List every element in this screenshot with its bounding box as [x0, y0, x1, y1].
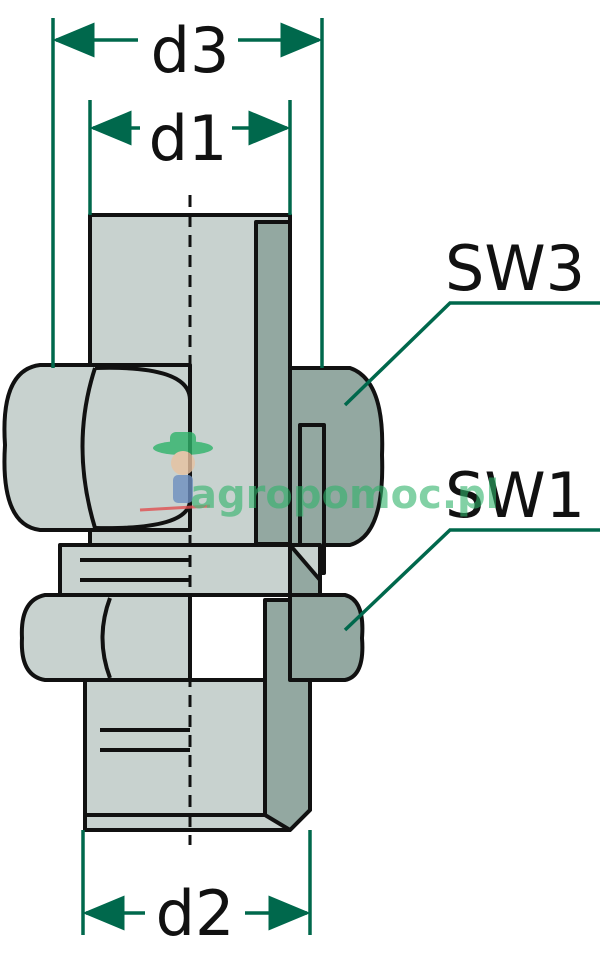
label-d3: d3	[151, 14, 230, 87]
label-d1: d1	[149, 102, 228, 175]
label-d2: d2	[156, 877, 235, 950]
label-sw1: SW1	[445, 459, 585, 532]
watermark-logo: agropomoc.pl	[139, 432, 499, 518]
label-sw3: SW3	[445, 232, 585, 305]
dimension-lines	[51, 18, 600, 935]
fitting-body	[2, 213, 385, 832]
watermark-text: agropomoc.pl	[190, 472, 499, 518]
